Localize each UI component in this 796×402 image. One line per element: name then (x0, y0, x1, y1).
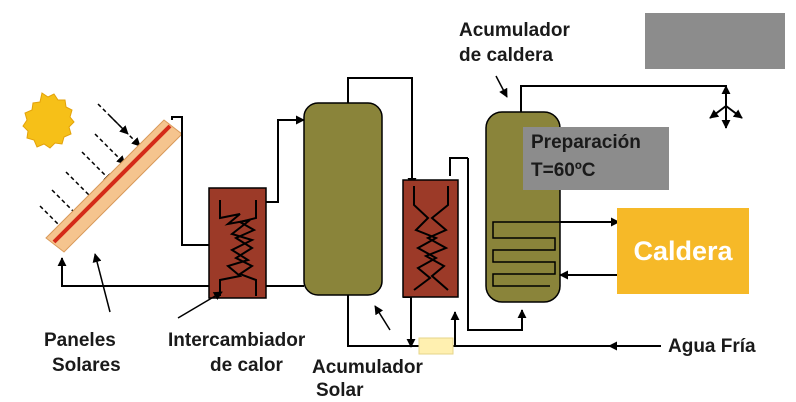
solar-panels-label-line1: Paneles (44, 330, 116, 351)
heat-exchanger-2 (402, 179, 459, 298)
sun-rays (39, 103, 141, 237)
boiler-box: Caldera (617, 208, 749, 294)
cold-water-fitting (418, 337, 454, 355)
boiler-coil (492, 221, 562, 287)
transfer-pipes (347, 77, 609, 348)
heat-exchanger-label-line1: Intercambiador (168, 330, 306, 351)
heat-exchanger-1 (208, 187, 267, 299)
heat-exchanger-label-line2: de calor (210, 355, 283, 376)
preparation-info-box (523, 127, 669, 190)
consumption-outlet (520, 85, 743, 129)
solar-panels-label-line2: Solares (52, 355, 121, 376)
sun-icon (22, 92, 75, 149)
cold-water-label: Agua Fría (668, 336, 756, 357)
label-pointers (92, 75, 508, 331)
consumption-info-box (645, 13, 785, 69)
solar-storage-label-line2: Solar (316, 380, 364, 401)
collector-pipes (57, 115, 305, 287)
preparation-temp: T=60ºC (531, 160, 596, 181)
solar-panel (45, 119, 183, 253)
boiler-label: Caldera (633, 235, 733, 266)
cold-water-pipes (450, 158, 661, 351)
solar-storage-tank (303, 102, 383, 296)
solar-storage-label-line1: Acumulador (312, 357, 423, 378)
boiler-storage-label-line2: de caldera (459, 45, 553, 66)
preparation-label: Preparación (531, 132, 641, 153)
boiler-storage-label-line1: Acumulador (459, 20, 570, 41)
